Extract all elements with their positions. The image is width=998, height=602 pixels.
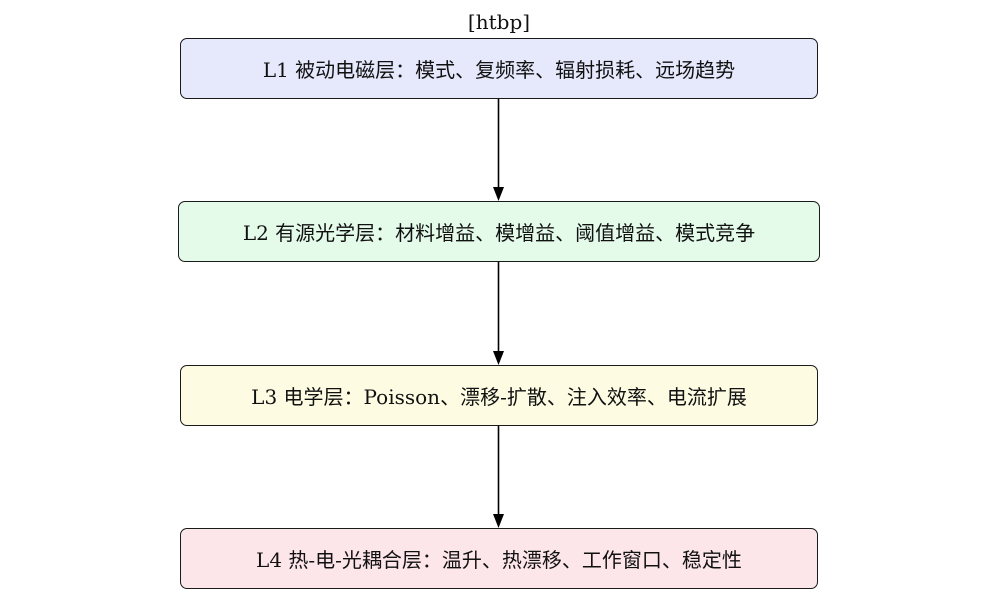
layer-label-l1: L1 被动电磁层：模式、复频率、辐射损耗、远场趋势: [262, 58, 736, 82]
layer-label-l2: L2 有源光学层：材料增益、模增益、阈值增益、模式竞争: [242, 221, 756, 245]
layer-box-l4: L4 热-电-光耦合层：温升、热漂移、工作窗口、稳定性: [180, 528, 818, 589]
arrow-l2-to-l3: [493, 262, 504, 365]
layer-label-l4: L4 热-电-光耦合层：温升、热漂移、工作窗口、稳定性: [256, 548, 742, 572]
float-placement-caption: [htbp]: [467, 10, 531, 34]
arrow-l3-to-l4: [493, 426, 504, 528]
layer-box-l1: L1 被动电磁层：模式、复频率、辐射损耗、远场趋势: [180, 38, 818, 99]
layer-label-l3: L3 电学层：Poisson、漂移-扩散、注入效率、电流扩展: [251, 385, 747, 409]
arrow-l1-to-l2: [493, 99, 504, 201]
layer-box-l2: L2 有源光学层：材料增益、模增益、阈值增益、模式竞争: [178, 201, 820, 262]
layer-box-l3: L3 电学层：Poisson、漂移-扩散、注入效率、电流扩展: [180, 365, 818, 426]
